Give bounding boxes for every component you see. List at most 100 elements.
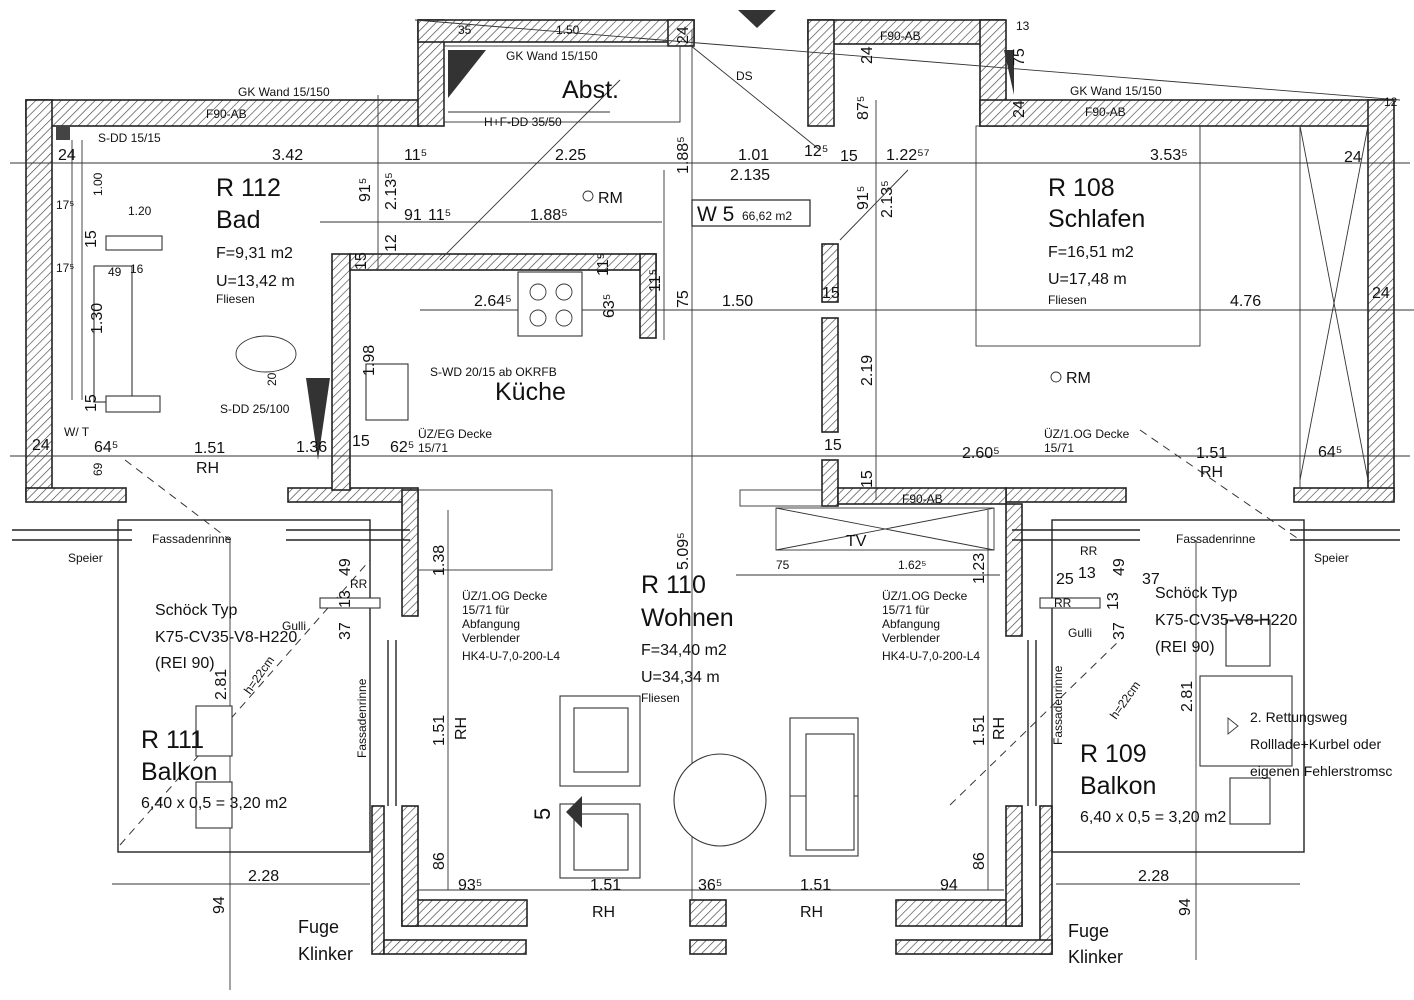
- svg-text:F90-AB: F90-AB: [206, 107, 247, 121]
- svg-text:15: 15: [353, 252, 370, 270]
- svg-text:20: 20: [265, 372, 279, 386]
- svg-text:RM: RM: [1066, 370, 1091, 387]
- svg-text:1.51: 1.51: [1196, 445, 1227, 462]
- svg-text:24: 24: [1011, 100, 1028, 118]
- svg-text:ÜZ/EG Decke: ÜZ/EG Decke: [418, 427, 492, 441]
- svg-text:Fuge: Fuge: [1068, 921, 1109, 941]
- svg-text:13: 13: [1078, 565, 1096, 582]
- svg-text:Abfangung: Abfangung: [882, 617, 940, 631]
- svg-text:1.30: 1.30: [89, 303, 106, 334]
- svg-text:15: 15: [83, 394, 100, 412]
- svg-text:63⁵: 63⁵: [601, 294, 618, 318]
- svg-text:2.25: 2.25: [555, 147, 586, 164]
- svg-text:1.98: 1.98: [361, 345, 378, 376]
- svg-text:13: 13: [1016, 19, 1030, 33]
- round-table: [673, 753, 767, 847]
- svg-text:RH: RH: [196, 460, 219, 477]
- svg-text:Schöck Typ: Schöck Typ: [1155, 585, 1238, 602]
- svg-text:24: 24: [675, 26, 692, 44]
- svg-text:2.64⁵: 2.64⁵: [474, 293, 512, 310]
- svg-text:S-WD 20/15 ab OKRFB: S-WD 20/15 ab OKRFB: [430, 365, 557, 379]
- svg-text:h=22cm: h=22cm: [1107, 678, 1143, 721]
- svg-text:25: 25: [1056, 571, 1074, 588]
- svg-text:91⁵: 91⁵: [855, 186, 872, 210]
- svg-text:1.01: 1.01: [738, 147, 769, 164]
- svg-text:15: 15: [840, 148, 858, 165]
- svg-text:16: 16: [130, 262, 144, 276]
- svg-text:37: 37: [1111, 622, 1128, 640]
- svg-text:1.20: 1.20: [128, 204, 152, 218]
- svg-text:Fassadenrinne: Fassadenrinne: [355, 678, 369, 758]
- svg-text:Klinker: Klinker: [1068, 947, 1123, 967]
- svg-text:1.50: 1.50: [722, 293, 753, 310]
- svg-text:12: 12: [1384, 95, 1398, 109]
- svg-text:15: 15: [822, 285, 840, 302]
- svg-text:2.19: 2.19: [859, 355, 876, 386]
- svg-text:H+F-DD 35/50: H+F-DD 35/50: [484, 115, 562, 129]
- svg-text:5.09⁵: 5.09⁵: [675, 532, 692, 570]
- room-r112-perimeter: U=13,42 m: [216, 273, 295, 290]
- room-r111-num: R 111: [141, 726, 204, 754]
- svg-text:24: 24: [58, 147, 76, 164]
- svg-text:1.51: 1.51: [800, 877, 831, 894]
- svg-text:37: 37: [1142, 571, 1160, 588]
- north-arrow-icon: [738, 10, 776, 28]
- svg-text:1.00: 1.00: [91, 172, 105, 196]
- svg-text:Gulli: Gulli: [1068, 626, 1092, 640]
- svg-text:12⁵: 12⁵: [804, 143, 828, 160]
- svg-text:h=22cm: h=22cm: [241, 653, 277, 696]
- svg-text:94: 94: [1177, 898, 1194, 916]
- svg-text:15: 15: [824, 437, 842, 454]
- svg-text:94: 94: [211, 896, 228, 914]
- svg-text:1.51: 1.51: [971, 715, 988, 746]
- svg-text:F90-AB: F90-AB: [902, 492, 943, 506]
- svg-text:2.13⁵: 2.13⁵: [383, 172, 400, 210]
- svg-text:1.50: 1.50: [556, 23, 580, 37]
- svg-text:2.60⁵: 2.60⁵: [962, 445, 1000, 462]
- svg-text:S-DD 15/15: S-DD 15/15: [98, 131, 161, 145]
- svg-text:24: 24: [859, 46, 876, 64]
- unit-area: 66,62 m2: [742, 209, 792, 223]
- svg-text:91: 91: [404, 207, 422, 224]
- svg-text:RH: RH: [991, 717, 1008, 740]
- room-r112-floor: Fliesen: [216, 292, 255, 306]
- svg-text:HK4-U-7,0-200-L4: HK4-U-7,0-200-L4: [882, 649, 980, 663]
- svg-text:GK Wand 15/150: GK Wand 15/150: [238, 85, 330, 99]
- svg-text:ÜZ/1.OG Decke: ÜZ/1.OG Decke: [882, 589, 968, 603]
- svg-text:64⁵: 64⁵: [1318, 444, 1342, 461]
- svg-text:RR: RR: [1080, 544, 1098, 558]
- svg-text:11⁵: 11⁵: [404, 147, 427, 164]
- svg-text:93⁵: 93⁵: [458, 877, 482, 894]
- svg-text:4.76: 4.76: [1230, 293, 1261, 310]
- svg-text:35: 35: [458, 23, 472, 37]
- svg-text:69: 69: [91, 462, 105, 476]
- walls: [25, 19, 1395, 955]
- svg-text:S-DD 25/100: S-DD 25/100: [220, 402, 290, 416]
- room-r109-area: 6,40 x 0,5 = 3,20 m2: [1080, 809, 1226, 826]
- room-r110-floor: Fliesen: [641, 691, 680, 705]
- svg-text:Schöck Typ: Schöck Typ: [155, 602, 238, 619]
- room-r109-num: R 109: [1080, 740, 1147, 768]
- svg-text:Fassadenrinne: Fassadenrinne: [152, 532, 232, 546]
- svg-text:49: 49: [1111, 558, 1128, 576]
- svg-text:15: 15: [83, 230, 100, 248]
- room-r112-area: F=9,31 m2: [216, 245, 293, 262]
- svg-text:24: 24: [1344, 149, 1362, 166]
- svg-text:49: 49: [337, 558, 354, 576]
- svg-text:15/71: 15/71: [1044, 441, 1074, 455]
- room-r110-perimeter: U=34,34 m: [641, 669, 720, 686]
- svg-text:94: 94: [940, 877, 958, 894]
- svg-text:1.88⁵: 1.88⁵: [675, 136, 692, 174]
- svg-text:15/71 für: 15/71 für: [462, 603, 509, 617]
- svg-text:RM: RM: [598, 190, 623, 207]
- svg-text:(REI 90): (REI 90): [1155, 639, 1215, 656]
- room-r110-area: F=34,40 m2: [641, 642, 727, 659]
- furniture: [71, 10, 1293, 879]
- section-marker-icon: [566, 796, 582, 828]
- room-r108-area: F=16,51 m2: [1048, 244, 1134, 261]
- room-abst-name: Abst.: [562, 76, 619, 104]
- svg-text:1.38: 1.38: [431, 545, 448, 576]
- room-r108-floor: Fliesen: [1048, 293, 1087, 307]
- svg-text:Fassadenrinne: Fassadenrinne: [1176, 532, 1256, 546]
